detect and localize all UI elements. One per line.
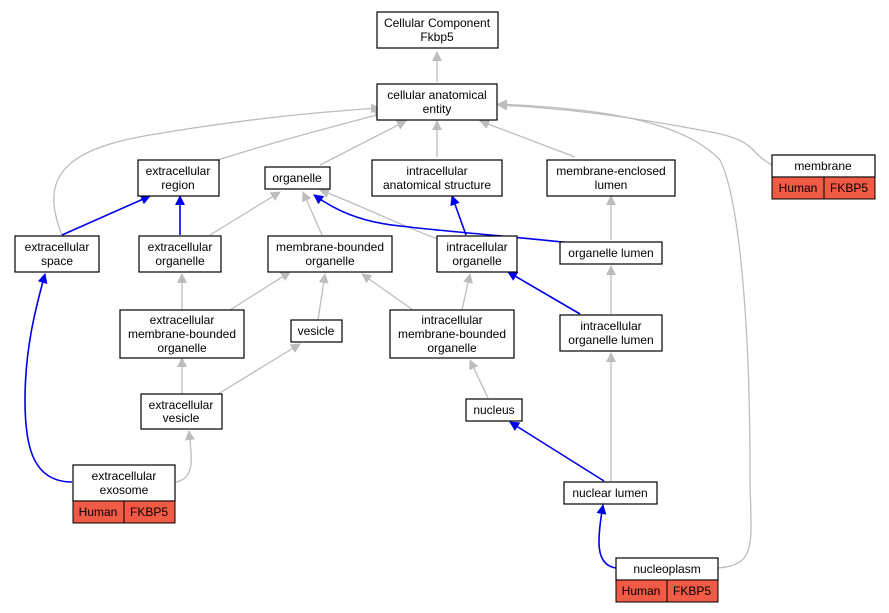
node-label-line: extracellular xyxy=(146,164,211,178)
node-extracellular-region[interactable]: extracellular region xyxy=(137,159,220,197)
annotation-gene-cell xyxy=(823,176,876,200)
edge-ic-org-part-of-iastruct xyxy=(450,195,467,236)
node-cellular-component-fkbp5[interactable]: Cellular Component Fkbp5 xyxy=(376,11,499,49)
node-cellular-anatomical-entity[interactable]: cellular anatomical entity xyxy=(376,83,498,121)
edge-ic-org-to-organelle xyxy=(319,188,441,241)
node-label-line: extracellular xyxy=(25,240,90,254)
node-organelle-lumen[interactable]: organelle lumen xyxy=(559,241,663,265)
node-extracellular-space[interactable]: extracellular space xyxy=(14,235,100,273)
node-label-line: extracellular xyxy=(92,469,157,483)
node-label-line: exosome xyxy=(100,483,149,497)
node-nucleus[interactable]: nucleus xyxy=(465,398,523,422)
annotation-gene: FKBP5 xyxy=(130,505,168,519)
node-label-line: vesicle xyxy=(298,324,335,338)
node-label-line: lumen xyxy=(595,178,628,192)
node-label-line: intracellular xyxy=(421,313,482,327)
node-label-line: organelle xyxy=(427,341,477,355)
node-nucleoplasm[interactable]: nucleoplasm Human FKBP5 xyxy=(615,557,719,603)
edge-organelle-to-cae xyxy=(319,120,407,166)
edge-exosome-part-of-ext-space xyxy=(24,273,73,483)
edge-nucleoplasm-part-of-nuc-lumen xyxy=(596,504,617,569)
node-label-line: intracellular xyxy=(580,319,641,333)
node-label-line: organelle lumen xyxy=(568,246,653,260)
node-label-line: cellular anatomical xyxy=(387,88,486,102)
node-extracellular-vesicle[interactable]: extracellular vesicle xyxy=(140,393,223,430)
annotation-gene-cell xyxy=(123,500,176,524)
node-label-line: Cellular Component xyxy=(384,16,491,30)
node-label-line: extracellular xyxy=(148,240,213,254)
node-extracellular-exosome[interactable]: extracellular exosome Human FKBP5 xyxy=(72,464,176,524)
node-label-line: region xyxy=(161,178,194,192)
node-membrane[interactable]: membrane Human FKBP5 xyxy=(771,154,876,200)
edge-ic-mbo-to-mbo xyxy=(361,273,414,311)
node-vesicle[interactable]: vesicle xyxy=(290,319,343,343)
node-label-line: membrane xyxy=(794,159,852,173)
node-label-line: organelle xyxy=(272,171,322,185)
node-label-line: nuclear lumen xyxy=(572,486,647,500)
edge-nucleoplasm-to-cae xyxy=(497,99,752,569)
node-label-line: entity xyxy=(423,102,452,116)
edge-ext-space-to-cae xyxy=(53,103,381,236)
annotation-gene: FKBP5 xyxy=(673,584,711,598)
node-extracellular-organelle[interactable]: extracellular organelle xyxy=(138,235,222,273)
annotation-species: Human xyxy=(79,505,118,519)
node-label-line: vesicle xyxy=(163,411,200,425)
node-label-line: intracellular xyxy=(406,164,467,178)
node-label-line: organelle xyxy=(155,254,205,268)
node-label-line: extracellular xyxy=(149,398,214,412)
node-label-line: Fkbp5 xyxy=(420,30,454,44)
node-label-line: membrane-enclosed xyxy=(556,164,665,178)
edge-ext-vesicle-to-vesicle xyxy=(217,343,301,395)
node-intracellular-organelle-lumen[interactable]: intracellular organelle lumen xyxy=(559,314,663,352)
edge-ext-region-to-cae xyxy=(217,110,385,161)
node-label-line: membrane-bounded xyxy=(398,327,506,341)
node-label-line: organelle xyxy=(305,254,355,268)
edge-mbo-to-organelle xyxy=(302,191,323,236)
node-label-line: extracellular xyxy=(150,313,215,327)
node-extracellular-membrane-bounded-organelle[interactable]: extracellular membrane-bounded organelle xyxy=(119,309,245,359)
node-organelle[interactable]: organelle xyxy=(264,166,331,190)
node-label-line: organelle xyxy=(157,341,207,355)
edge-ext-org-to-organelle xyxy=(209,191,281,236)
node-label-line: anatomical structure xyxy=(383,178,491,192)
node-label-line: nucleoplasm xyxy=(633,562,700,576)
node-label-line: membrane-bounded xyxy=(276,240,384,254)
node-label-line: membrane-bounded xyxy=(128,327,236,341)
edge-ext-mbo-to-mbo xyxy=(229,271,291,311)
annotation-species: Human xyxy=(622,584,661,598)
node-label-line: space xyxy=(41,254,73,268)
node-nuclear-lumen[interactable]: nuclear lumen xyxy=(563,481,658,505)
edge-vesicle-to-mbo xyxy=(317,273,329,321)
node-intracellular-membrane-bounded-organelle[interactable]: intracellular membrane-bounded organelle xyxy=(389,309,515,359)
node-label-line: intracellular xyxy=(446,240,507,254)
edge-mel-to-cae xyxy=(479,119,576,158)
annotation-gene-cell xyxy=(666,579,719,603)
edge-org-lumen-part-of-organelle xyxy=(313,194,582,245)
edge-ic-mbo-to-ic-org xyxy=(461,273,473,311)
node-label-line: organelle lumen xyxy=(568,333,653,347)
node-label-line: organelle xyxy=(452,254,502,268)
node-membrane-enclosed-lumen[interactable]: membrane-enclosed lumen xyxy=(546,159,676,197)
edge-nucleus-to-ic-mbo xyxy=(469,359,489,399)
edge-ext-space-part-of-ext-region xyxy=(61,195,151,236)
annotation-species: Human xyxy=(779,181,818,195)
node-intracellular-organelle[interactable]: intracellular organelle xyxy=(436,235,518,273)
edge-nuc-lumen-part-of-nucleus xyxy=(509,421,605,482)
node-membrane-bounded-organelle[interactable]: membrane-bounded organelle xyxy=(267,235,393,273)
edge-ic-org-lumen-part-of-ic-org xyxy=(507,271,581,315)
edge-membrane-to-cae xyxy=(497,100,773,166)
node-intracellular-anatomical-structure[interactable]: intracellular anatomical structure xyxy=(371,159,503,197)
annotation-gene: FKBP5 xyxy=(830,181,868,195)
node-label-line: nucleus xyxy=(473,403,514,417)
edge-exosome-to-ext-vesicle xyxy=(175,430,195,483)
